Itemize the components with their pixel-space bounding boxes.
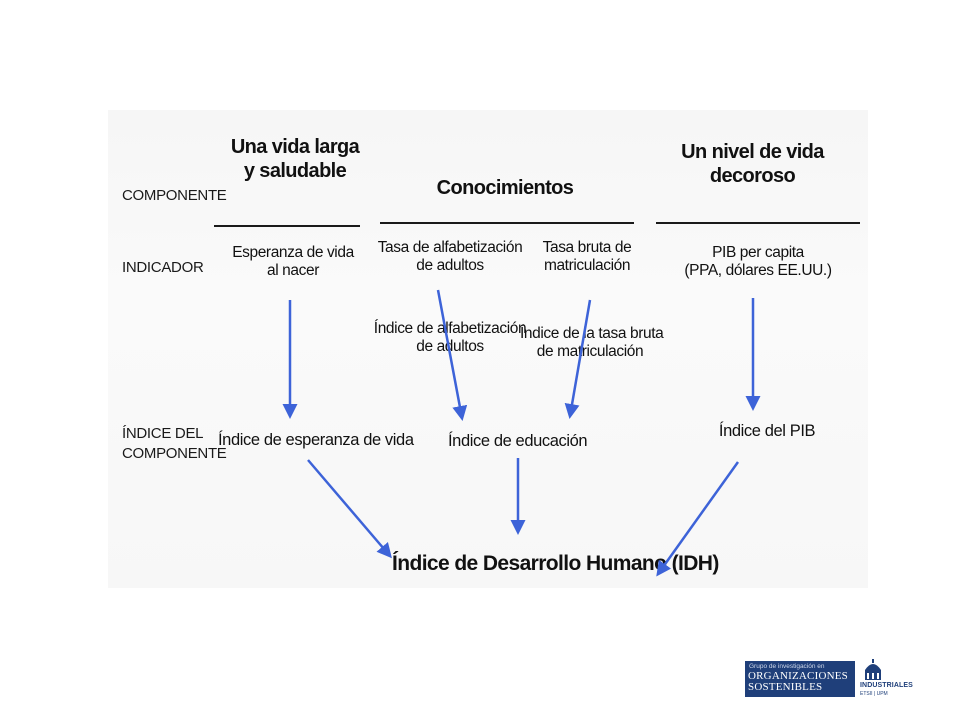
component-nivel: Un nivel de vida decoroso [670,141,835,188]
indicator-alfabetizacion: Tasa de alfabetización de adultos [372,239,528,276]
indicator-esperanza-line1: Esperanza de vida [232,244,354,261]
subindex-matriculacion: Índice de la tasa bruta de matriculación [520,325,664,362]
logo-group-line1: ORGANIZACIONES [748,670,848,682]
arrow-alfab-to-educacion [436,289,468,421]
component-vida: Una vida larga y saludable [220,136,370,183]
component-conocimientos: Conocimientos [436,177,574,199]
indicator-pib-line1: PIB per capita [712,244,804,261]
indicator-alfab-line2: de adultos [416,257,484,275]
rule-nivel [656,222,860,224]
row-label-indicador: INDICADOR [122,259,204,276]
index-esperanza: Índice de esperanza de vida [218,431,414,449]
indicator-alfab-line1: Tasa de alfabetización [377,239,523,256]
component-nivel-line1: Un nivel de vida [681,141,824,163]
arrow-esperanza-to-idh [307,459,392,559]
logo-group-small: Grupo de investigación en [749,663,825,670]
indicator-matriculacion: Tasa bruta de matriculación [532,239,642,276]
indicator-pib: PIB per capita (PPA, dólares EE.UU.) [680,244,836,281]
component-vida-line1: Una vida larga [230,136,360,158]
subindex-alfab-line1: Índice de alfabetización [373,320,527,337]
index-pib: Índice del PIB [718,422,816,440]
subindex-alfabetizacion: Índice de alfabetización de adultos [372,320,528,357]
logo-organizaciones-sostenibles: Grupo de investigación en ORGANIZACIONES… [745,661,855,697]
row-label-indice-line1: ÍNDICE DEL [122,425,204,442]
component-vida-line2: y saludable [243,159,347,182]
component-nivel-line2: decoroso [709,164,796,187]
subindex-matric-line1: Índice de la tasa bruta [520,325,664,342]
indicator-matric-line1: Tasa bruta de [542,239,632,256]
subindex-alfab-line2: de adultos [416,338,484,356]
logo-industriales-sub: ETSII | UPM [860,691,888,697]
rule-vida [214,225,360,227]
row-label-indice-line2: COMPONENTE [122,444,227,462]
row-label-indice: ÍNDICE DEL COMPONENTE [122,424,227,463]
indicator-esperanza: Esperanza de vida al nacer [222,244,364,281]
arrow-matric-to-educacion [564,299,592,419]
logo-group-line2: SOSTENIBLES [748,681,823,693]
index-educacion: Índice de educación [448,432,588,450]
logo-industriales-text: INDUSTRIALES [860,682,913,689]
dome-icon [865,659,881,680]
indicator-esperanza-line2: al nacer [267,262,319,280]
row-label-componente: COMPONENTE [122,187,227,204]
logo-industriales: INDUSTRIALES ETSII | UPM [860,658,920,702]
arrow-pib-to-idh [656,461,740,577]
rule-conocimientos [380,222,634,224]
scanned-figure-background [108,110,868,588]
logo-group-text: ORGANIZACIONES SOSTENIBLES [748,671,848,693]
subindex-matric-line2: de matriculación [536,343,644,361]
indicator-matric-line2: matriculación [543,257,631,275]
indicator-pib-line2: (PPA, dólares EE.UU.) [684,262,832,280]
final-index-idh: Índice de Desarrollo Humano (IDH) [392,552,719,575]
